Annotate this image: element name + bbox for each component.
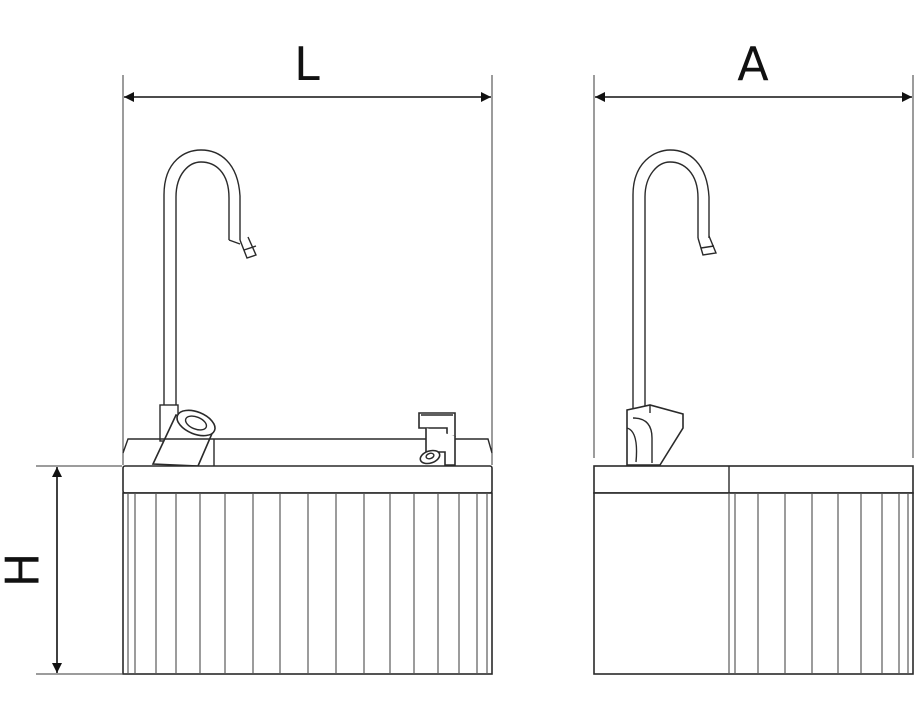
fountain-bracket [418,412,456,466]
basin-body-front [122,492,493,675]
basin-rim-front [122,465,493,494]
height-label: H [0,553,50,588]
gooseneck-spout-side [632,149,717,410]
dimension-length: L [122,37,493,465]
back-shelf [122,438,493,466]
depth-label: A [737,37,769,91]
knee-valve [151,404,216,467]
basin-body-side [593,492,914,675]
front-view: L H [0,37,493,675]
knee-valve-side [626,404,684,466]
dimension-depth: A [593,37,914,458]
side-view: A [593,37,914,675]
length-label: L [294,37,320,91]
basin-rim-side [593,465,914,494]
gooseneck-spout [163,149,257,405]
dimension-height: H [0,465,122,675]
